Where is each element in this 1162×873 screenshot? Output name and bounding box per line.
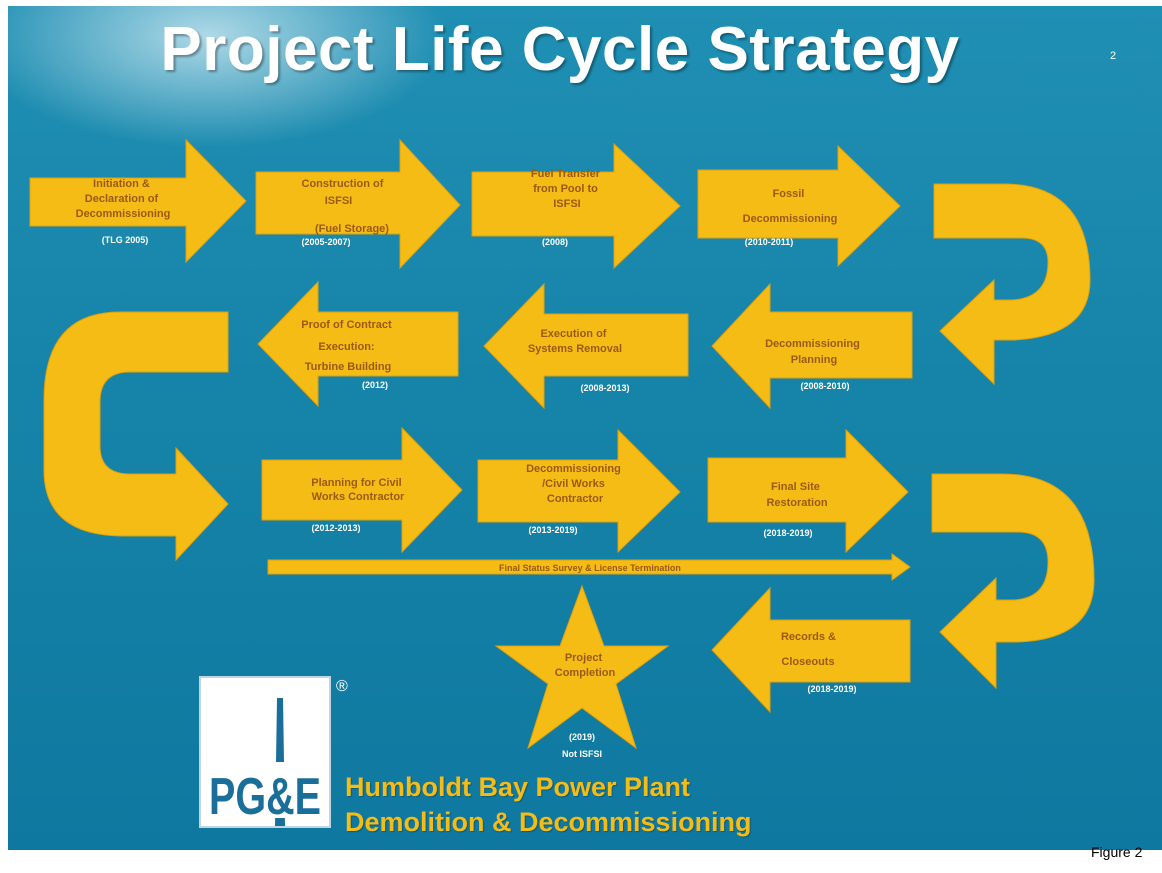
registered-mark: ® bbox=[336, 678, 348, 695]
project-completion-star: Project Completion (2019) Not ISFSI bbox=[494, 584, 670, 759]
u-turn-arrow-right-2 bbox=[931, 473, 1095, 690]
svg-text:Fuel Transfer from Pool: Fuel Transfer from Pool to ISFSI bbox=[531, 168, 603, 210]
step-fossil-decommissioning: Fossil Decommissioning (2010-2011) bbox=[697, 144, 901, 268]
page-number: 2 bbox=[1110, 50, 1117, 62]
step-systems-removal: Execution of Systems Removal (2008-2013) bbox=[483, 282, 689, 410]
step-date: (2012-2013) bbox=[311, 523, 360, 533]
svg-text:Final Status Survey & License: Final Status Survey & License Terminatio… bbox=[499, 563, 681, 573]
company-line-2: Demolition & Decommissioning bbox=[345, 807, 752, 837]
pge-logo: PG&E bbox=[199, 676, 331, 828]
u-turn-arrow-right-1 bbox=[933, 183, 1091, 386]
step-planning-civil-works: Planning for Civil Works Contractor (201… bbox=[261, 426, 463, 554]
step-records-closeouts: Records & Closeouts (2018-2019) bbox=[711, 586, 911, 714]
step-date: (2010-2011) bbox=[745, 237, 794, 247]
svg-text:Project Completion: Project Completion bbox=[555, 652, 616, 679]
step-final-site-restoration: Final Site Restoration (2018-2019) bbox=[707, 428, 909, 554]
step-date: (2012) bbox=[362, 380, 388, 390]
svg-text:Final Site Restoration: Final Site Restoration bbox=[766, 481, 827, 509]
step-fuel-transfer: Fuel Transfer from Pool to ISFSI (2008) bbox=[471, 142, 681, 270]
svg-text:Construction of ISFSI: Construction of ISFSI (Fuel Storage) bbox=[302, 178, 390, 235]
pge-logo-mark: PG&E bbox=[201, 678, 329, 826]
step-date: (2013-2019) bbox=[528, 525, 577, 535]
page-title: Project Life Cycle Strategy bbox=[160, 15, 960, 84]
svg-text:Proof of Contract Execut: Proof of Contract Execution: Turbine Bui… bbox=[301, 319, 395, 373]
c-turn-arrow-left bbox=[43, 311, 229, 562]
step-date: (2008-2013) bbox=[580, 383, 629, 393]
step-date: (2008-2010) bbox=[800, 381, 849, 391]
step-proof-of-contract: Proof of Contract Execution: Turbine Bui… bbox=[257, 280, 459, 408]
step-date: (TLG 2005) bbox=[102, 235, 149, 245]
svg-text:Execution of Systems Rem: Execution of Systems Removal bbox=[528, 328, 622, 355]
svg-text:Decommissioning Planning: Decommissioning Planning bbox=[765, 338, 863, 366]
figure-label: Figure 2 bbox=[1091, 844, 1143, 860]
step-civil-works-contractor: Decommissioning /Civil Works Contractor … bbox=[477, 428, 681, 554]
step-date: (2005-2007) bbox=[301, 237, 350, 247]
svg-text:Records & Closeouts: Records & Closeouts bbox=[781, 631, 839, 668]
svg-text:(2019): (2019) bbox=[569, 732, 595, 742]
step-initiation: Initiation & Declaration of Decommission… bbox=[29, 138, 247, 264]
svg-text:Planning for Civil Works: Planning for Civil Works Contractor bbox=[311, 477, 405, 503]
svg-text:Decommissioning /Civil W: Decommissioning /Civil Works Contractor bbox=[526, 463, 624, 505]
step-decommissioning-planning: Decommissioning Planning (2008-2010) bbox=[711, 282, 913, 410]
pge-logo-text: PG&E bbox=[209, 768, 321, 826]
svg-text:Fossil Decommissioning: Fossil Decommissioning bbox=[743, 188, 838, 225]
svg-text:Initiation & Declaration: Initiation & Declaration of Decommission… bbox=[76, 178, 171, 220]
step-date: (2018-2019) bbox=[763, 528, 812, 538]
step-date: (2008) bbox=[542, 237, 568, 247]
svg-text:Not ISFSI: Not ISFSI bbox=[562, 749, 602, 759]
step-date: (2018-2019) bbox=[807, 684, 856, 694]
company-line-1: Humboldt Bay Power Plant bbox=[345, 772, 691, 802]
final-status-survey-bar: Final Status Survey & License Terminatio… bbox=[267, 553, 911, 581]
step-construction-isfsi: Construction of ISFSI (Fuel Storage) (20… bbox=[255, 138, 461, 270]
